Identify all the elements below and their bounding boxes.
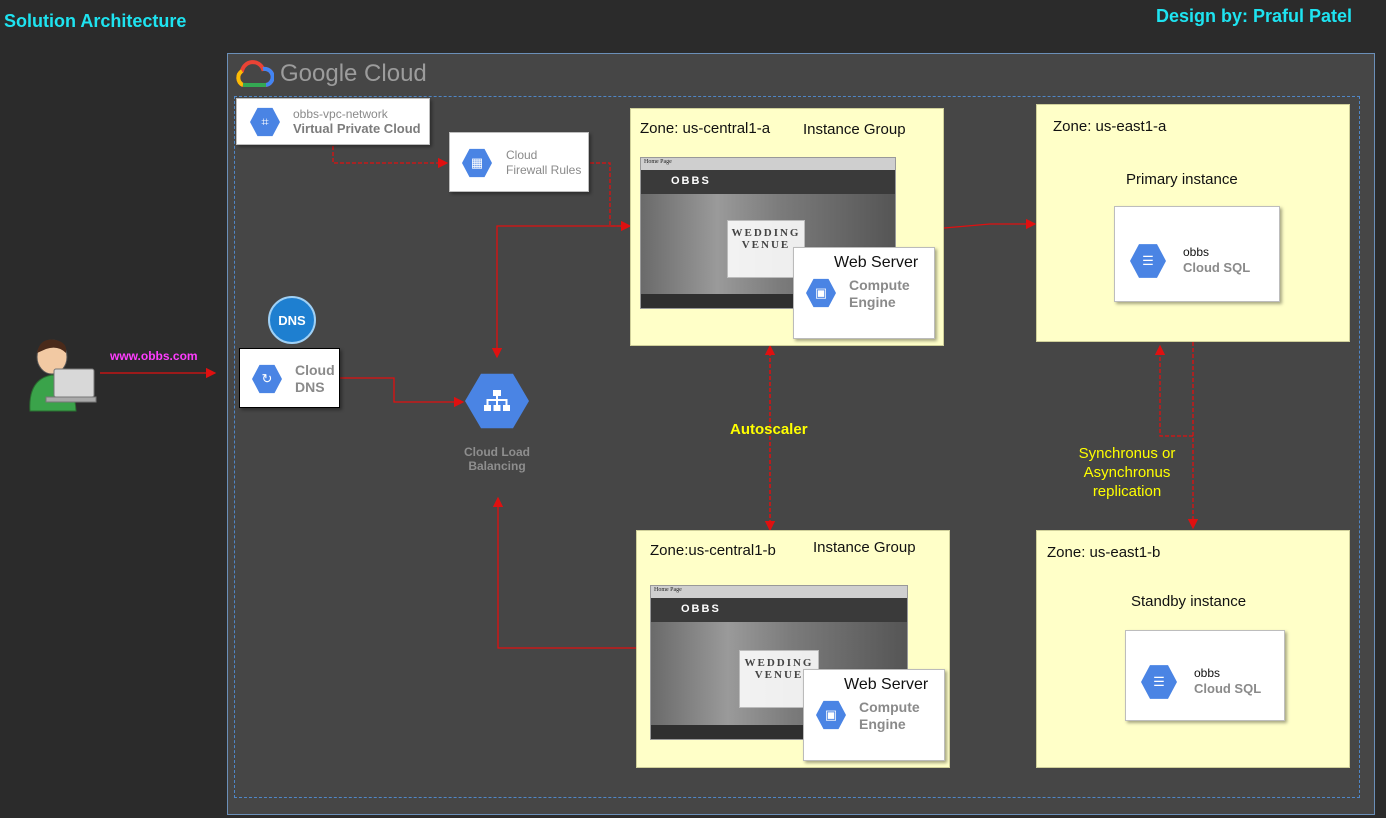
autoscaler-label: Autoscaler <box>730 421 808 438</box>
vpc-product: Virtual Private Cloud <box>293 121 421 136</box>
vpc-card[interactable]: ⌗ obbs-vpc-network Virtual Private Cloud <box>236 98 430 145</box>
compute-engine-icon: ▣ <box>816 700 846 730</box>
instance-group-label: Instance Group <box>813 539 916 556</box>
cloud-dns-icon: ↻ <box>252 364 282 394</box>
db-name: obbs <box>1183 245 1210 259</box>
vpc-icon: ⌗ <box>250 107 280 137</box>
cloud-sql-icon: ☰ <box>1141 665 1177 699</box>
dns-globe-text: DNS <box>278 312 306 328</box>
screenshot-hero-text: WEDDING VENUE <box>739 650 819 708</box>
lb-line1: Cloud Load <box>464 445 530 459</box>
google-cloud-logo-icon <box>234 59 275 91</box>
lb-line2: Balancing <box>468 459 526 473</box>
db-product: Cloud SQL <box>1194 681 1262 696</box>
firewall-card[interactable]: ▦ Cloud Firewall Rules <box>449 132 589 192</box>
cloud-sql-card-primary[interactable]: ☰ obbs Cloud SQL <box>1114 206 1280 302</box>
zone-label: Zone: us-east1-a <box>1053 118 1167 135</box>
hero-line1: WEDDING <box>744 657 814 669</box>
primary-instance-label: Primary instance <box>1126 171 1238 188</box>
screenshot-hero-text: WEDDING VENUE <box>727 220 805 278</box>
replication-label: Synchronus or Asynchronus replication <box>1062 444 1192 501</box>
hero-line2: VENUE <box>754 669 804 681</box>
replication-line1: Synchronus or <box>1078 445 1176 462</box>
screenshot-caption: Home Page <box>654 587 682 593</box>
instance-group-label: Instance Group <box>803 121 906 138</box>
screenshot-caption: Home Page <box>644 159 672 165</box>
replication-line2: Asynchronus <box>1083 464 1171 481</box>
url-label: www.obbs.com <box>110 349 198 363</box>
dns-line2: DNS <box>295 379 325 395</box>
google-cloud-wordmark: Google Cloud <box>280 60 427 87</box>
web-server-title: Web Server <box>834 254 919 271</box>
cloud-sql-icon: ☰ <box>1130 244 1166 278</box>
compute-line1: Compute <box>849 277 910 293</box>
standby-instance-label: Standby instance <box>1131 593 1247 610</box>
hero-line1: WEDDING <box>731 227 801 239</box>
hero-line2: VENUE <box>741 239 791 251</box>
replication-line3: replication <box>1092 483 1162 500</box>
page-title: Solution Architecture <box>4 11 187 31</box>
cloud-dns-card[interactable]: ↻ Cloud DNS <box>239 348 340 408</box>
vpc-name: obbs-vpc-network <box>293 107 388 121</box>
compute-line2: Engine <box>849 294 896 310</box>
db-product: Cloud SQL <box>1183 260 1251 275</box>
compute-line2: Engine <box>859 716 906 732</box>
db-name: obbs <box>1194 666 1221 680</box>
web-server-card[interactable]: Web Server ▣ Compute Engine <box>793 247 935 339</box>
web-server-card[interactable]: Web Server ▣ Compute Engine <box>803 669 945 761</box>
firewall-line1: Cloud <box>506 148 538 162</box>
user-laptop-icon <box>24 335 98 413</box>
web-server-title: Web Server <box>844 676 929 693</box>
designer-credit: Design by: Praful Patel <box>1156 6 1353 26</box>
zone-label: Zone:us-central1-b <box>650 542 776 559</box>
firewall-line2: Firewall Rules <box>506 163 582 177</box>
dns-line1: Cloud <box>295 362 335 378</box>
screenshot-brand: OBBS <box>671 175 711 187</box>
screenshot-brand: OBBS <box>681 603 721 615</box>
dns-globe-icon: DNS <box>268 296 316 344</box>
zone-label: Zone: us-central1-a <box>640 120 771 137</box>
load-balancer-label: Cloud Load Balancing <box>446 445 548 473</box>
firewall-icon: ▦ <box>462 148 492 178</box>
compute-engine-icon: ▣ <box>806 278 836 308</box>
cloud-sql-card-standby[interactable]: ☰ obbs Cloud SQL <box>1125 630 1285 721</box>
zone-label: Zone: us-east1-b <box>1047 544 1161 561</box>
vpc-boundary <box>234 96 1360 798</box>
compute-line1: Compute <box>859 699 920 715</box>
